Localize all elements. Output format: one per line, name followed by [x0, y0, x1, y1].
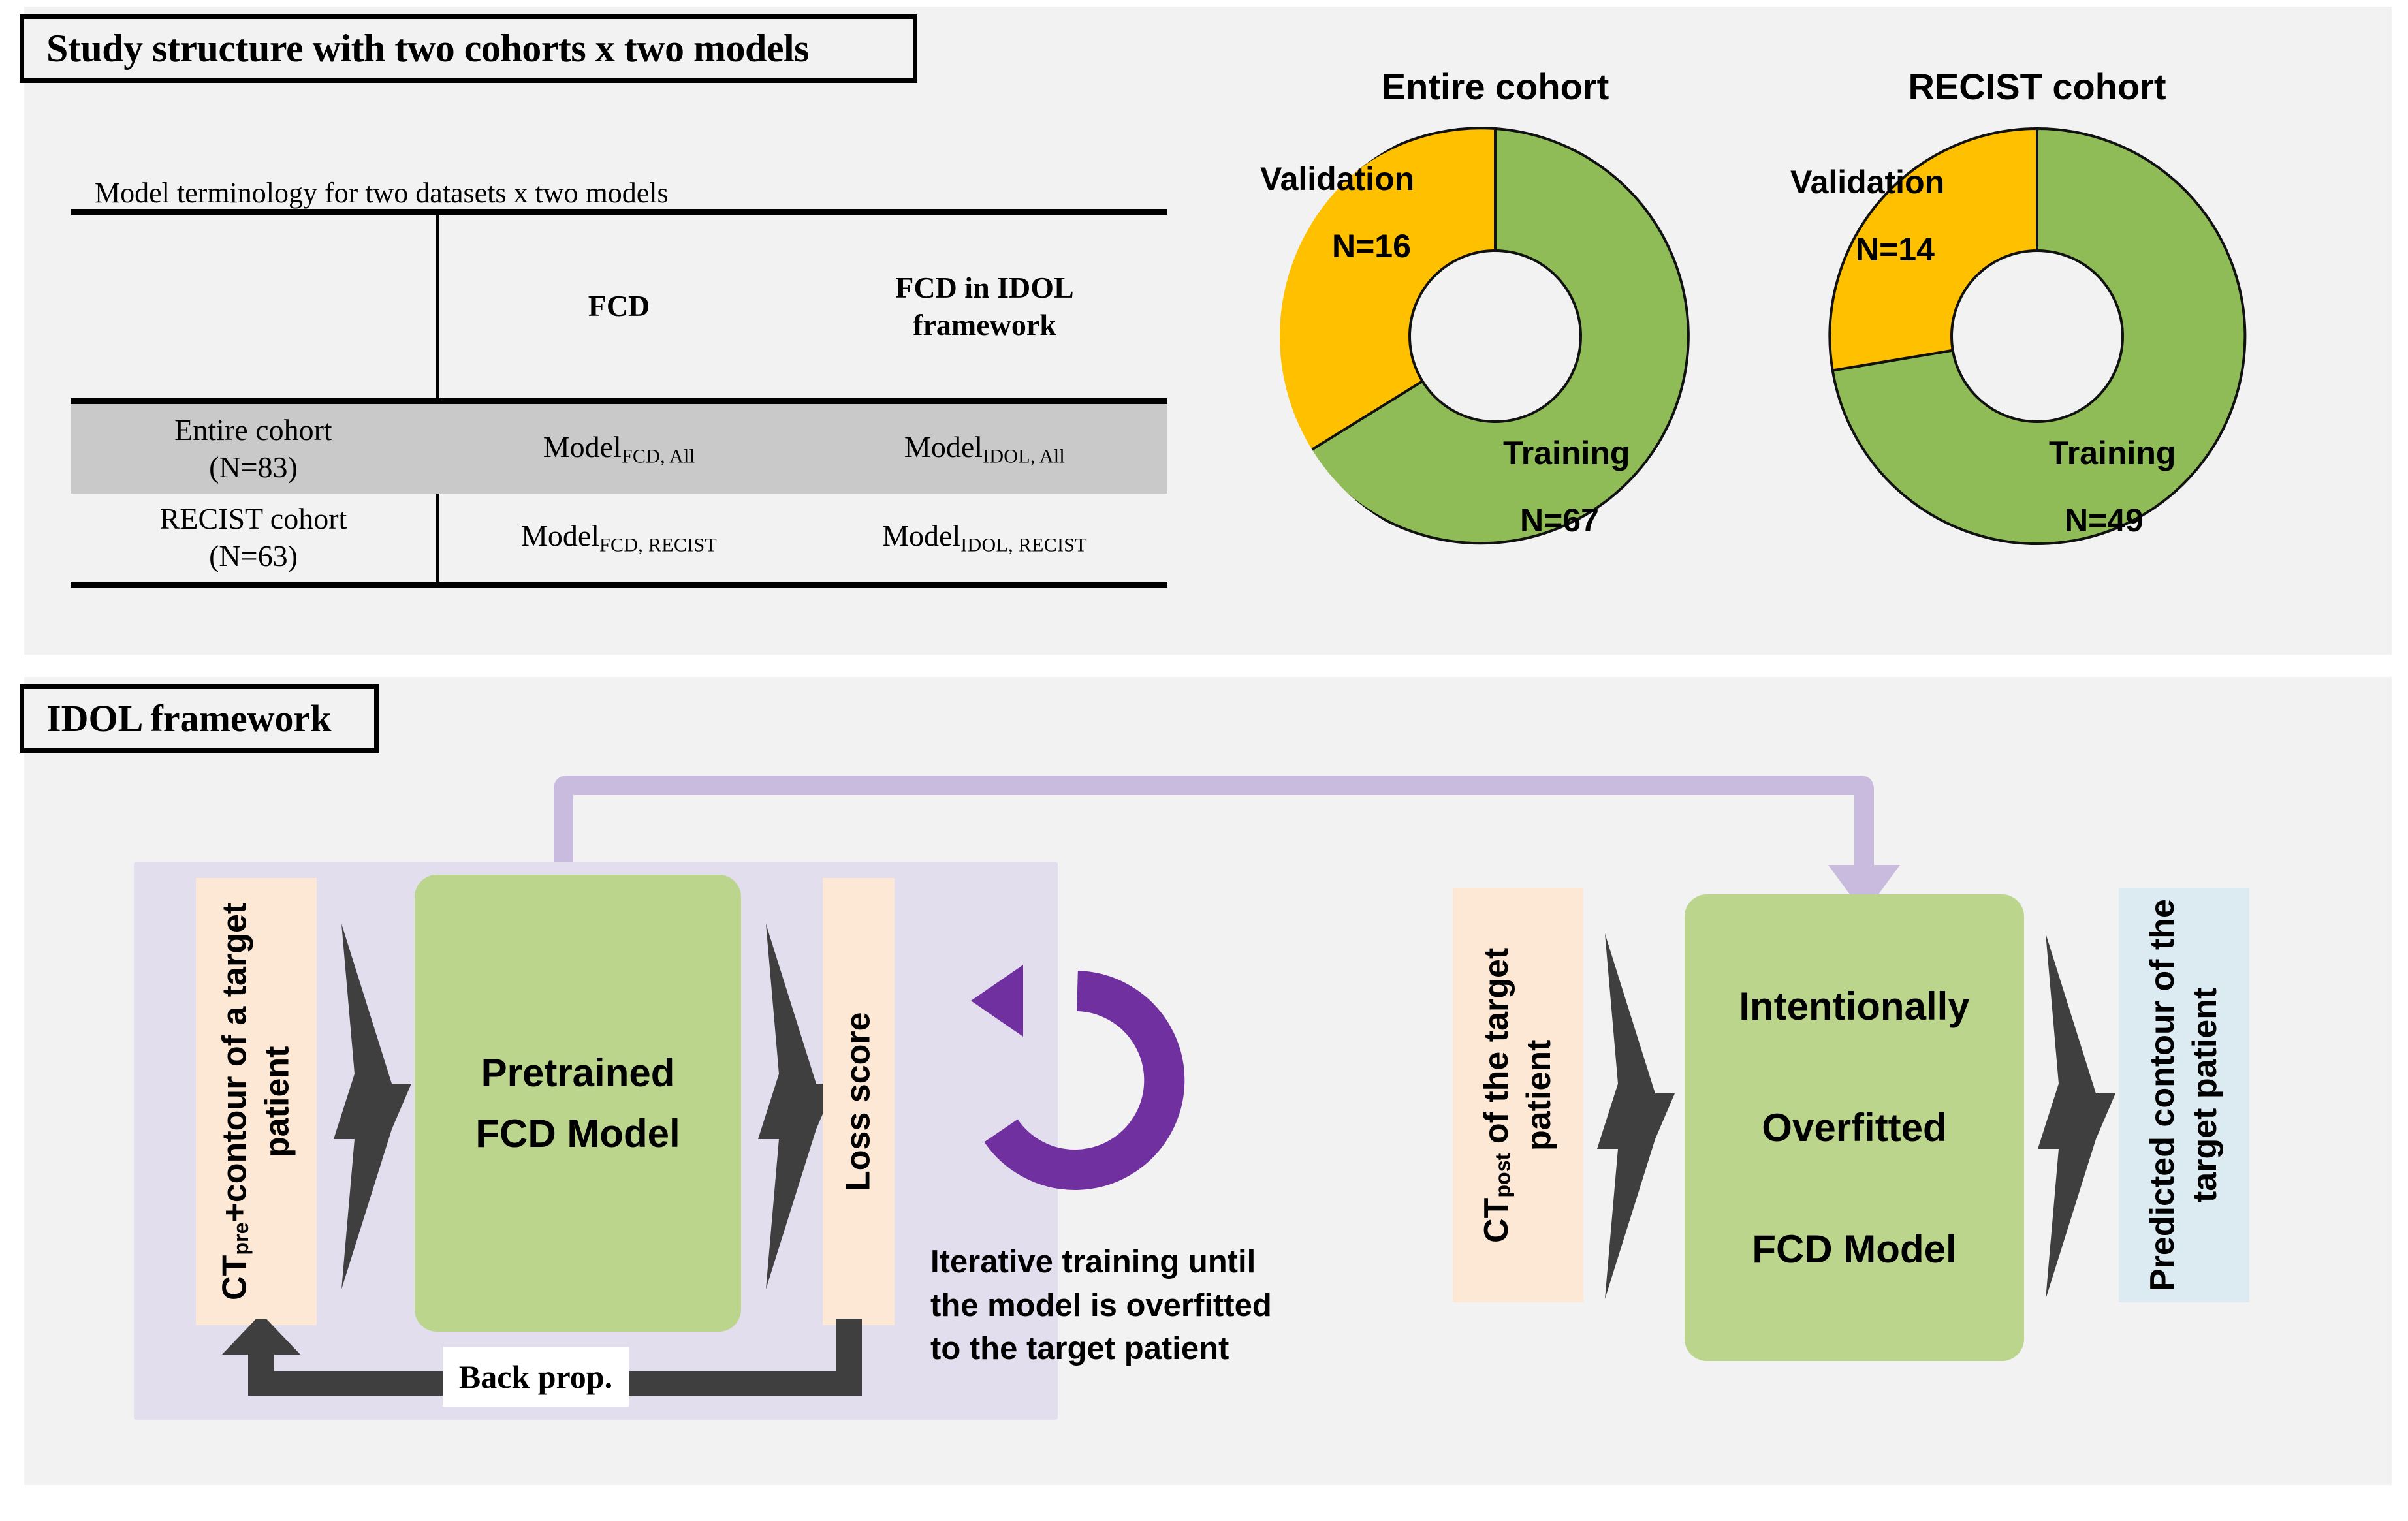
- donut-chart-entire-cohort: Entire cohort Validation N=16 Training N…: [1260, 65, 1711, 561]
- loss-score-label: Loss score: [839, 1012, 878, 1191]
- arrow-glyph: [334, 924, 411, 1289]
- table-rule-bottom: [71, 582, 1167, 588]
- table-cell-model-fcd-recist: ModelFCD, RECIST: [436, 494, 802, 582]
- input-ct-pre-rest: +contour of a target patient: [215, 902, 296, 1223]
- table-header-row: FCD FCD in IDOL framework: [71, 215, 1167, 398]
- table-header-fcd-in-idol-line1: FCD in IDOL: [895, 271, 1074, 305]
- intentionally-overfitted-fcd-model-box: Intentionally Overfitted FCD Model: [1685, 894, 2024, 1361]
- study-structure-title: Study structure with two cohorts x two m…: [46, 27, 810, 70]
- idol-framework-title: IDOL framework: [46, 697, 332, 740]
- overfitted-model-line2: Overfitted: [1762, 1106, 1947, 1150]
- table-row: RECIST cohort (N=63) ModelFCD, RECIST Mo…: [71, 494, 1167, 582]
- cohort-name-recist: RECIST cohort: [159, 502, 347, 536]
- cohort-n-entire: (N=83): [209, 450, 298, 484]
- donut-value-validation: N=14: [1856, 231, 1935, 268]
- terminology-table-caption: Model terminology for two datasets x two…: [95, 177, 669, 209]
- idol-framework-title-box: IDOL framework: [20, 684, 379, 753]
- back-prop-label: Back prop.: [443, 1347, 629, 1407]
- donut-value-training: N=67: [1520, 502, 1599, 539]
- table-header-fcd-in-idol: FCD in IDOL framework: [802, 215, 1167, 398]
- input-ct-post-box: CTpost of the target patient: [1453, 888, 1583, 1302]
- model-fcd-recist-base: Model: [520, 519, 600, 552]
- donut-title-entire-cohort: Entire cohort: [1381, 66, 1609, 107]
- loss-score-box: Loss score: [823, 878, 895, 1325]
- terminology-table: FCD FCD in IDOL framework Entire cohort …: [71, 209, 1167, 588]
- arrow-model-to-loss-score: [758, 924, 836, 1289]
- donut-label-training: Training: [2049, 435, 2176, 471]
- donut-hole: [1408, 249, 1582, 423]
- table-header-fcd: FCD: [588, 289, 650, 323]
- donut-hole: [1950, 249, 2124, 423]
- donut-value-validation: N=16: [1332, 228, 1411, 264]
- arrow-glyph: [2038, 933, 2115, 1299]
- input-ct-pre-subscript: pre: [229, 1222, 253, 1255]
- input-ct-post-base: CT: [1478, 1197, 1515, 1243]
- model-idol-all-subscript: IDOL, All: [983, 445, 1066, 467]
- donut-label-validation: Validation: [1790, 164, 1945, 200]
- donut-svg-recist-cohort: [1828, 127, 2247, 545]
- donut-value-training: N=49: [2065, 502, 2144, 539]
- donut-label-validation: Validation: [1260, 161, 1415, 197]
- iterative-training-caption: Iterative training until the model is ov…: [930, 1244, 1272, 1367]
- table-row: Entire cohort (N=83) ModelFCD, All Model…: [71, 404, 1167, 494]
- study-structure-title-box: Study structure with two cohorts x two m…: [20, 14, 917, 83]
- table-rule-top: [71, 209, 1167, 215]
- loop-arc: [984, 971, 1185, 1190]
- overfitted-model-line3: FCD Model: [1752, 1227, 1957, 1271]
- back-prop-path: [222, 1319, 862, 1396]
- predicted-contour-label: Predicted contour of the target patient: [2144, 899, 2224, 1291]
- model-fcd-recist-subscript: FCD, RECIST: [599, 534, 718, 556]
- arrow-input-to-pretrained-model: [334, 924, 411, 1289]
- donut-label-training: Training: [1503, 435, 1630, 471]
- loop-arrowhead: [971, 965, 1023, 1037]
- table-cell-cohort-recist: RECIST cohort (N=63): [71, 494, 436, 582]
- table-cell-model-idol-recist: ModelIDOL, RECIST: [802, 494, 1167, 582]
- pretrained-fcd-model-box: Pretrained FCD Model: [415, 875, 741, 1332]
- input-ct-pre-contour-box: CTpre+contour of a target patient: [196, 878, 317, 1325]
- back-propagation-arrow: [222, 1319, 862, 1396]
- input-ct-post-subscript: post: [1491, 1153, 1515, 1198]
- pretrained-model-line1: Pretrained: [481, 1051, 675, 1095]
- model-fcd-all-base: Model: [543, 430, 622, 463]
- donut-title-recist-cohort: RECIST cohort: [1908, 66, 2166, 107]
- table-cell-model-idol-all: ModelIDOL, All: [802, 404, 1167, 494]
- table-vertical-divider: [436, 209, 439, 588]
- overfitted-model-transfer-arrow: [554, 776, 1900, 914]
- table-cell-cohort-entire: Entire cohort (N=83): [71, 404, 436, 494]
- predicted-contour-box: Predicted contour of the target patient: [2119, 888, 2249, 1302]
- transfer-arrow-path: [554, 776, 1900, 914]
- arrow-glyph: [1597, 933, 1675, 1299]
- model-idol-recist-base: Model: [882, 519, 961, 552]
- table-header-blank: [71, 215, 436, 398]
- table-header-fcd-in-idol-line2: framework: [913, 307, 1056, 341]
- input-ct-post-rest: of the target patient: [1478, 947, 1558, 1153]
- model-idol-recist-subscript: IDOL, RECIST: [960, 534, 1087, 556]
- input-ct-pre-base: CT: [215, 1255, 254, 1301]
- model-idol-all-base: Model: [904, 430, 983, 463]
- arrow-model-to-predicted-contour: [2038, 933, 2115, 1299]
- table-rule-middle: [71, 398, 1167, 404]
- arrow-ctpost-to-overfitted-model: [1597, 933, 1675, 1299]
- donut-svg-entire-cohort: [1280, 127, 1690, 545]
- cohort-name-entire: Entire cohort: [174, 413, 332, 447]
- table-cell-model-fcd-all: ModelFCD, All: [436, 404, 802, 494]
- model-fcd-all-subscript: FCD, All: [621, 445, 695, 467]
- arrow-glyph: [758, 924, 836, 1289]
- iterative-loop-icon: [971, 965, 1185, 1190]
- donut-chart-recist-cohort: RECIST cohort Validation N=14 Training N…: [1790, 65, 2253, 561]
- cohort-n-recist: (N=63): [209, 539, 298, 572]
- overfitted-model-line1: Intentionally: [1739, 984, 1970, 1028]
- pretrained-model-line2: FCD Model: [475, 1112, 680, 1155]
